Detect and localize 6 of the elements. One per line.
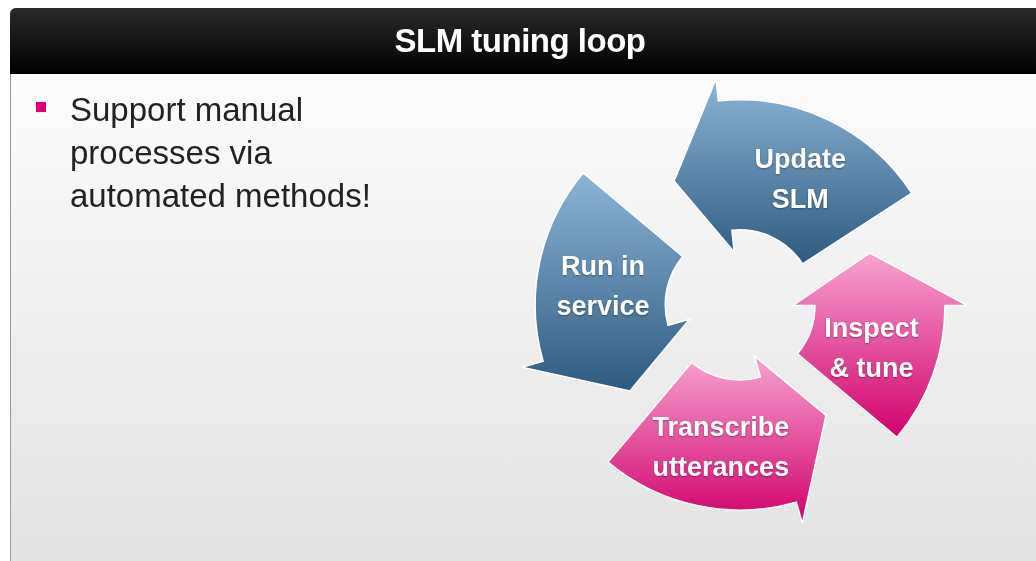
bullet-text: Support manual processes via automated methods! <box>70 90 372 216</box>
slide-title: SLM tuning loop <box>394 22 646 60</box>
arrow-label: Run in service <box>555 249 651 323</box>
arrow-label: Transcribe utterances <box>651 410 791 484</box>
arrow-label: Update SLM <box>753 142 847 216</box>
arrow-label: Inspect & tune <box>823 311 920 385</box>
